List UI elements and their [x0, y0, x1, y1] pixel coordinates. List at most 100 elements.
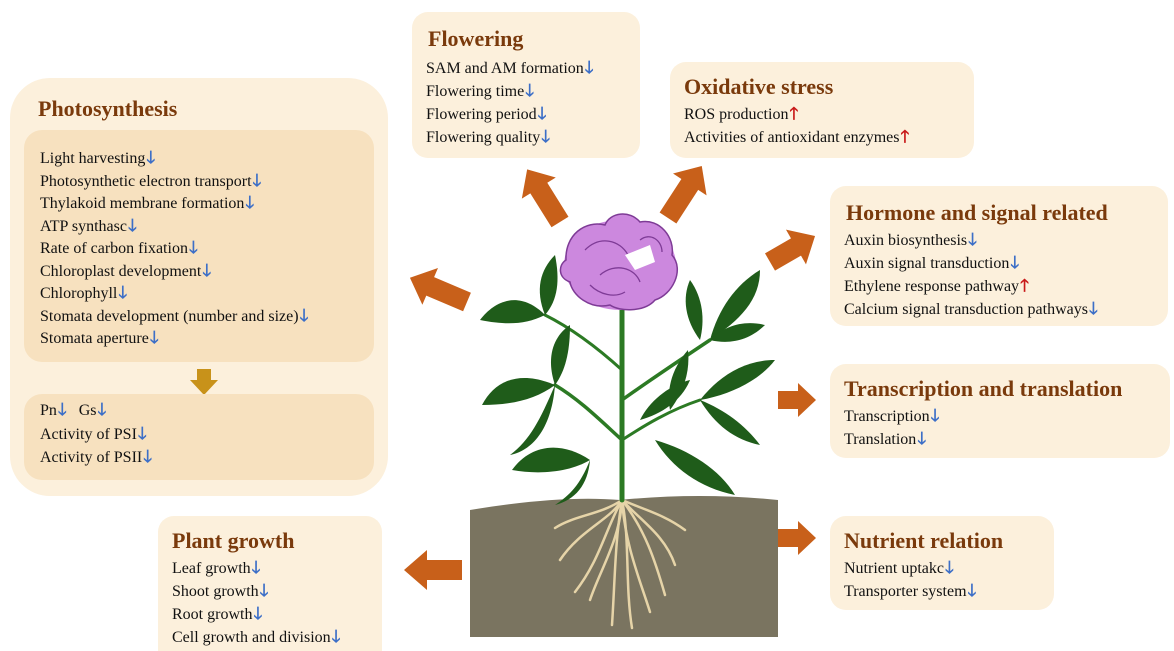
hormone-panel: Hormone and signal related Auxin biosynt… — [830, 186, 1168, 326]
item-label: Flowering quality — [426, 129, 540, 146]
gs-label: Gs — [79, 402, 97, 419]
item-label: Activities of antioxidant enzymes — [684, 129, 900, 146]
list-item: Chlorophyll🡓 — [40, 283, 127, 304]
list-item: Ethylene response pathway🡑 — [844, 276, 1029, 297]
item-label: Root growth — [172, 606, 252, 623]
down-arrow-icon: 🡓 — [143, 447, 152, 467]
down-arrow-icon: 🡓 — [541, 127, 550, 147]
oxidative-stress-panel: Oxidative stress ROS production🡑Activiti… — [670, 62, 974, 158]
item-label: Auxin signal transduction — [844, 255, 1009, 272]
list-item: Transporter system🡓 — [844, 581, 976, 602]
photosynthesis-factors: Light harvesting🡓 Photosynthetic electron… — [24, 130, 374, 362]
list-item: Flowering quality🡓 — [426, 127, 550, 148]
down-arrow-icon: 🡓 — [1089, 299, 1098, 319]
list-item: Leaf growth🡓 — [172, 558, 260, 579]
list-item: Activity of PSI🡓 — [40, 424, 147, 445]
hormone-title: Hormone and signal related — [846, 200, 1108, 226]
list-item: Stomata aperture🡓 — [40, 328, 159, 349]
list-item: Nutrient uptakc🡓 — [844, 558, 954, 579]
item-label: ROS production — [684, 106, 788, 123]
item-label: Ethylene response pathway — [844, 278, 1019, 295]
pn-label: Pn — [40, 402, 57, 419]
photosynthesis-panel: Photosynthesis Light harvesting🡓 Photosyn… — [10, 78, 388, 496]
item-label: Flowering time — [426, 83, 524, 100]
down-arrow-icon: 🡓 — [332, 627, 341, 647]
down-arrow-icon: 🡓 — [253, 171, 262, 191]
down-arrow-icon: 🡓 — [189, 238, 198, 258]
down-arrow-icon: 🡓 — [128, 216, 137, 236]
down-arrow-icon: 🡓 — [202, 261, 211, 281]
down-arrow-icon: 🡓 — [118, 283, 127, 303]
nutrient-title: Nutrient relation — [844, 528, 1003, 554]
list-item: Translation🡓 — [844, 429, 926, 450]
item-label: Auxin biosynthesis — [844, 232, 967, 249]
item-label: Stomata development (number and size) — [40, 308, 299, 325]
down-arrow-icon: 🡓 — [968, 581, 977, 601]
down-arrow-icon: 🡓 — [253, 604, 262, 624]
item-label: ATP synthasc — [40, 218, 127, 235]
nutrient-panel: Nutrient relation Nutrient uptakc🡓Transp… — [830, 516, 1054, 610]
up-arrow-icon: 🡑 — [1020, 276, 1029, 296]
transcription-panel: Transcription and translation Transcript… — [830, 364, 1170, 458]
photosynthesis-title: Photosynthesis — [38, 96, 177, 122]
flowering-panel: Flowering SAM and AM formation🡓Flowering… — [412, 12, 640, 158]
list-item: ROS production🡑 — [684, 104, 798, 125]
item-label: Shoot growth — [172, 583, 259, 600]
list-item: Transcription🡓 — [844, 406, 939, 427]
down-arrow-icon: 🡓 — [150, 328, 159, 348]
item-label: Transcription — [844, 408, 930, 425]
list-item: Activity of PSII🡓 — [40, 447, 152, 468]
down-arrow-icon: 🡓 — [58, 400, 67, 420]
down-arrow-icon: 🡓 — [146, 148, 155, 168]
list-item: Root growth🡓 — [172, 604, 262, 625]
list-item: Auxin biosynthesis🡓 — [844, 230, 977, 251]
down-arrow-icon: 🡓 — [917, 429, 926, 449]
flowering-title: Flowering — [428, 26, 523, 52]
down-arrow-icon: 🡓 — [138, 424, 147, 444]
up-arrow-icon: 🡑 — [789, 104, 798, 124]
down-arrow-icon: 🡓 — [245, 193, 254, 213]
item-label: Activity of PSII — [40, 449, 142, 466]
item-label: Cell growth and division — [172, 629, 331, 646]
list-item: Light harvesting🡓 — [40, 148, 155, 169]
down-arrow-icon: 🡓 — [525, 81, 534, 101]
item-label: Nutrient uptakc — [844, 560, 944, 577]
list-item: SAM and AM formation🡓 — [426, 58, 594, 79]
item-label: Leaf growth — [172, 560, 251, 577]
down-arrow-icon: 🡓 — [931, 406, 940, 426]
plant-growth-title: Plant growth — [172, 528, 294, 554]
list-item: Chloroplast development🡓 — [40, 261, 211, 282]
item-label: Chloroplast development — [40, 263, 201, 280]
down-arrow-icon: 🡓 — [1010, 253, 1019, 273]
list-item: Stomata development (number and size)🡓 — [40, 306, 308, 327]
list-item: Flowering time🡓 — [426, 81, 534, 102]
item-label: Flowering period — [426, 106, 537, 123]
list-item: Flowering period🡓 — [426, 104, 547, 125]
oxidative-stress-title: Oxidative stress — [684, 74, 833, 100]
list-item: Rate of carbon fixation🡓 — [40, 238, 198, 259]
item-label: Stomata aperture — [40, 330, 149, 347]
item-label: Activity of PSI — [40, 426, 137, 443]
transcription-title: Transcription and translation — [844, 376, 1122, 402]
item-label: Thylakoid membrane formation — [40, 195, 244, 212]
plant-growth-panel: Plant growth Leaf growth🡓Shoot growth🡓Ro… — [158, 516, 382, 651]
down-arrow-icon: 🡓 — [538, 104, 547, 124]
photosynthesis-results: Pn🡓 Gs🡓 Activity of PSI🡓Activity of PSII… — [24, 394, 374, 480]
pn-gs-row: Pn🡓 Gs🡓 — [40, 400, 106, 421]
down-arrow-icon: 🡓 — [98, 400, 107, 420]
list-item: Activities of antioxidant enzymes🡑 — [684, 127, 909, 148]
item-label: Photosynthetic electron transport — [40, 173, 252, 190]
down-arrow-icon: 🡓 — [968, 230, 977, 250]
list-item: Thylakoid membrane formation🡓 — [40, 193, 254, 214]
list-item: Cell growth and division🡓 — [172, 627, 341, 648]
down-arrow-icon: 🡓 — [300, 306, 309, 326]
list-item: Shoot growth🡓 — [172, 581, 269, 602]
down-arrow-icon: 🡓 — [585, 58, 594, 78]
item-label: Chlorophyll — [40, 285, 117, 302]
list-item: Auxin signal transduction🡓 — [844, 253, 1019, 274]
down-arrow-icon: 🡓 — [945, 558, 954, 578]
yellow-down-arrow — [190, 369, 218, 395]
down-arrow-icon: 🡓 — [252, 558, 261, 578]
list-item: ATP synthasc🡓 — [40, 216, 137, 237]
flower — [560, 214, 677, 310]
